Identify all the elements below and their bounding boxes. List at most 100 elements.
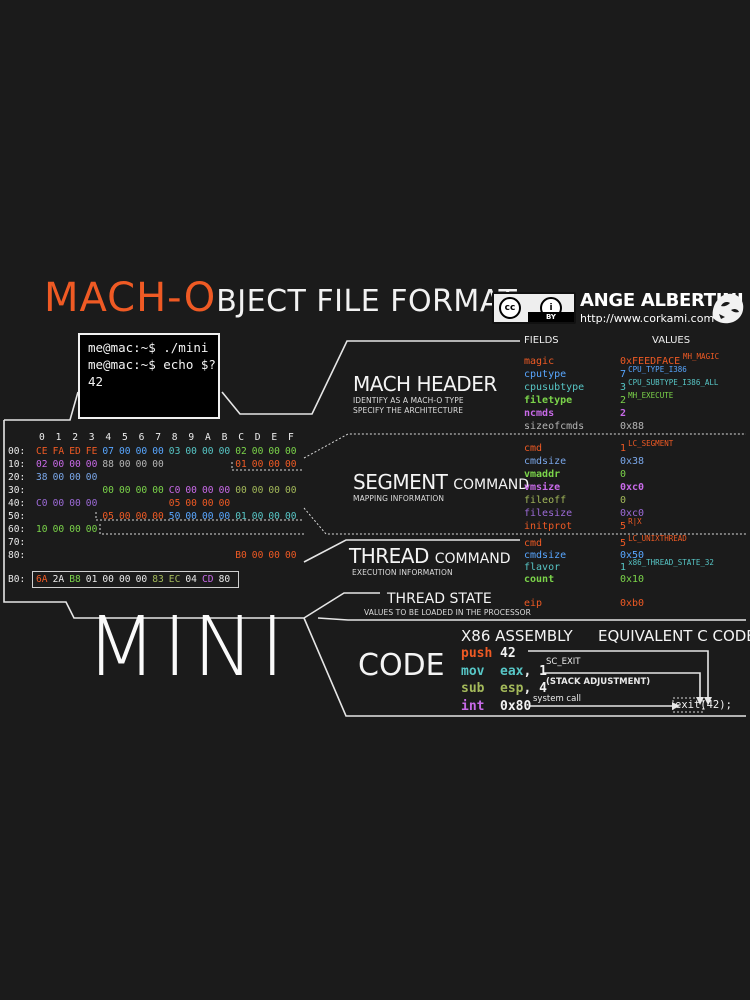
field-name: cmdsize [524,550,567,561]
field-value: 0xc0 [620,508,645,519]
field-value: 0 [620,495,627,506]
hex-col-header: 6 [138,432,145,443]
hex-byte: CD [202,574,214,585]
note-system-call: system call [533,694,582,704]
hex-col-header: B [221,432,228,443]
hex-byte: 00 [185,511,197,522]
hex-byte: 00 [251,511,264,522]
hex-byte: 00 [52,459,65,470]
hex-byte: 00 [85,472,98,483]
hex-col-header: 9 [188,432,195,443]
hex-byte: 00 [218,446,231,457]
asm-opcode: sub [461,681,485,696]
asm-operands: eax, 1 [500,664,547,679]
hex-col-header: 5 [122,432,128,443]
hex-byte: 00 [285,446,297,457]
hex-byte: 00 [251,485,264,496]
asm-operand-rest: , 1 [523,663,547,679]
author-logo-icon [712,293,744,324]
field-name: cmdsize [524,456,567,467]
hex-byte: 00 [185,485,197,496]
hex-col-header: 7 [155,432,161,443]
values-header: VALUES [652,335,691,346]
hex-byte: 38 [36,472,48,483]
field-value: 7 [620,369,627,380]
hex-byte: 00 [119,574,131,585]
hex-byte: 00 [202,446,214,457]
field-name: cputype [524,369,567,380]
hex-byte: 00 [152,485,164,496]
author-name: ANGE ALBERTINI [580,290,744,311]
hex-byte: 00 [268,550,280,561]
hex-byte: 00 [285,459,297,470]
asm-operands: esp, 4 [500,681,547,696]
hex-byte: 00 [135,446,148,457]
hex-byte: 00 [218,485,231,496]
asm-operands: 42 [500,646,516,661]
hex-byte: 6A [36,574,48,585]
hex-byte: 00 [268,485,280,496]
field-name: magic [524,356,555,367]
hex-byte: 00 [268,459,280,470]
note-stack-adjustment: (STACK ADJUSTMENT) [546,677,651,687]
hex-byte: 00 [251,550,264,561]
field-name: count [524,574,555,585]
hex-byte: 00 [135,511,148,522]
hex-byte: 00 [152,459,164,470]
hex-byte: 83 [152,574,164,585]
hex-byte: 00 [85,524,98,535]
c-code-header: EQUIVALENT C CODE [598,627,750,645]
hex-byte: 00 [135,574,148,585]
field-name: filesize [524,508,573,519]
hex-byte: 04 [185,574,197,585]
terminal-line: me@mac:~$ echo $? [88,357,216,372]
hex-byte: 00 [218,498,231,509]
field-name: sizeofcmds [524,421,585,432]
hex-byte: 00 [218,511,231,522]
asm-opcode: push [461,646,493,661]
hex-byte: 00 [119,511,131,522]
hex-byte: 00 [69,524,81,535]
thread-title: THREAD COMMAND [349,544,511,568]
thread-title-main: THREAD [349,544,429,568]
hex-col-header: 1 [55,432,62,443]
note-sc-exit: SC_EXIT [546,657,581,667]
hex-byte: 00 [102,574,114,585]
field-name: filetype [524,395,573,406]
hex-col-header: A [205,432,211,443]
hex-byte: FA [52,446,65,457]
hex-byte: 00 [52,472,65,483]
field-name: eip [524,598,543,609]
hex-col-header: 4 [105,432,112,443]
hex-byte: 10 [36,524,48,535]
hex-col-header: C [238,432,244,443]
hex-col-header: D [254,432,261,443]
field-value: 2 [620,395,627,406]
hex-col-header: F [288,432,294,443]
title-part-1: MACH-O [44,275,217,321]
field-name: ncmds [524,408,555,419]
mini-label: MINI [86,600,291,695]
segment-title-main: SEGMENT [353,470,448,494]
hex-offset: 00: [8,446,26,457]
hex-byte: 00 [285,511,297,522]
hex-byte: 00 [135,459,148,470]
hex-byte: 00 [52,498,65,509]
field-name: vmsize [524,482,561,493]
hex-byte: EC [168,574,181,585]
hex-offset: 10: [8,459,26,470]
mach-header-desc-2: SPECIFY THE ARCHITECTURE [353,406,464,415]
field-value: 0 [620,469,627,480]
asm-register: esp [500,681,524,696]
field-name: flavor [524,562,561,573]
hex-byte: 00 [202,511,214,522]
hex-byte: 00 [185,498,197,509]
hex-col-header: 0 [39,432,45,443]
asm-header: X86 ASSEMBLY [461,627,573,645]
field-value: 0xb0 [620,598,645,609]
field-value: 0x88 [620,421,645,432]
